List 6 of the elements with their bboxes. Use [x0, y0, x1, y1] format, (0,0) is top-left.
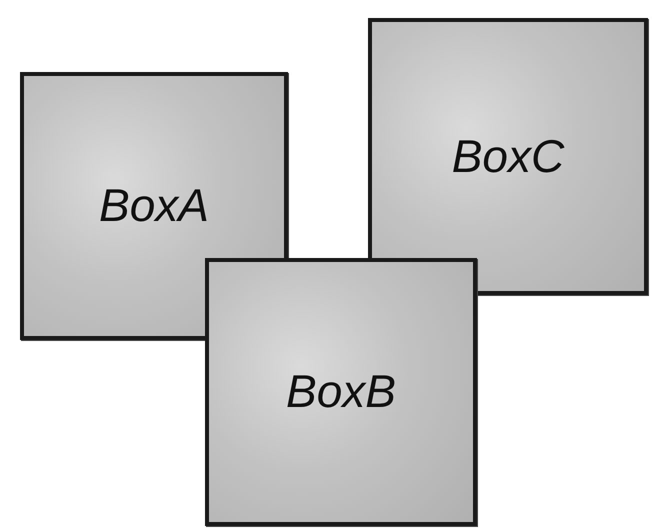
- box-card: [205, 258, 477, 526]
- box-label: BoxB: [286, 364, 396, 420]
- box-card: [368, 18, 648, 295]
- box-card: [20, 72, 288, 340]
- box-label: BoxC: [452, 128, 564, 184]
- box-label: BoxA: [99, 178, 209, 234]
